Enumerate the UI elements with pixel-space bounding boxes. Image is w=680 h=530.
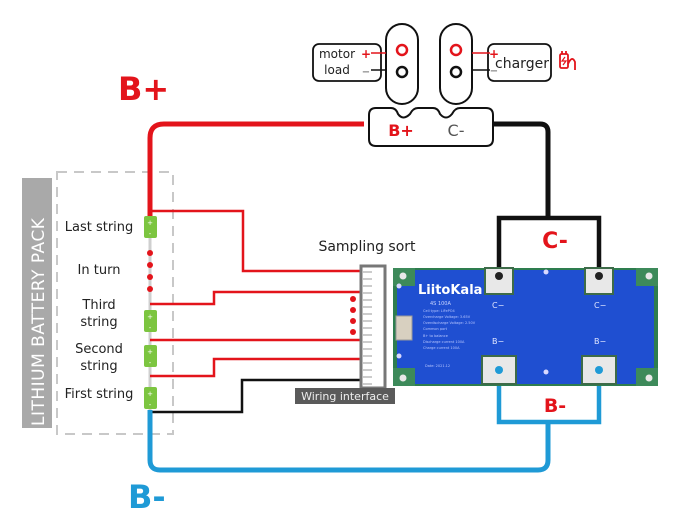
main-connector: [368, 107, 494, 147]
charger-label: charger: [495, 56, 549, 72]
board-brand: LiitoKala: [418, 283, 482, 298]
pack-title-bar: [22, 178, 52, 428]
string-label-third-1: Third: [81, 298, 115, 313]
board-spec-2: Overcharge Voltage: 3.65V: [423, 315, 471, 319]
svg-text:-: -: [149, 230, 152, 238]
pad-label-b1: B−: [492, 337, 504, 346]
string-label-third-2: string: [80, 315, 117, 330]
sample-wire-ground: [150, 378, 361, 414]
plug-right: [439, 23, 473, 105]
board-spec-7: Charge current 100A: [423, 346, 460, 350]
svg-text:+: +: [147, 348, 153, 356]
motor-plus-sign: +: [361, 47, 371, 61]
board-spec-3: Overdischarge Voltage: 2.50V: [423, 321, 476, 325]
pad-label-c1: C−: [492, 301, 504, 310]
b-minus-label: B-: [128, 478, 166, 516]
bms-board: [393, 267, 658, 386]
pad-label-b2: B−: [594, 337, 606, 346]
motor-load-box: [312, 43, 382, 82]
c-minus-label: C-: [542, 229, 568, 254]
svg-text:+: +: [147, 219, 153, 227]
motor-load-line2: load: [324, 63, 350, 77]
c-minus-wire: [493, 121, 551, 218]
charger-box: [487, 43, 552, 82]
b-plus-label: B+: [118, 70, 169, 108]
b-minus-wire: [147, 410, 551, 473]
sample-wire-third: [150, 290, 361, 306]
plug-left: [385, 23, 419, 105]
charger-plus-sign: +: [489, 47, 499, 61]
cell-third: + -: [144, 310, 157, 332]
sampling-sort-label: Sampling sort: [318, 239, 416, 255]
charger-plug-icon: [559, 51, 576, 70]
string-label-first: First string: [65, 387, 134, 402]
cell-first: + -: [144, 387, 157, 409]
svg-text:-: -: [149, 359, 152, 367]
cell-last: + -: [144, 216, 157, 238]
pack-title: LITHIUM BATTERY PACK: [29, 217, 49, 426]
string-label-second-1: Second: [75, 342, 123, 357]
charger-minus-sign: −: [490, 66, 498, 77]
board-spec-1: Cell type: LiFePO4: [423, 309, 456, 313]
in-turn-dots: [147, 250, 153, 292]
board-spec-4: Common port: [423, 327, 448, 331]
wiring-interface-tag: [295, 388, 395, 404]
svg-text:+: +: [147, 390, 153, 398]
string-label-second-2: string: [80, 359, 117, 374]
connector-port-b-plus: B+: [388, 121, 414, 140]
wiring-interface-label: Wiring interface: [301, 390, 389, 403]
connector-dots: [350, 296, 356, 335]
motor-minus-sign: −: [362, 67, 370, 78]
c-minus-bridge: [496, 215, 602, 272]
motor-load-line1: motor: [319, 47, 355, 61]
cell-second: + -: [144, 345, 157, 367]
string-label-last: Last string: [65, 220, 134, 235]
pad-label-c2: C−: [594, 301, 606, 310]
connector-port-c-minus: C-: [448, 121, 465, 140]
svg-text:-: -: [149, 401, 152, 409]
board-spec-6: Discharge current 100A: [423, 340, 465, 344]
board-serial: Date: 2021.12: [425, 364, 450, 368]
b-minus-bridge-label: B-: [544, 395, 566, 417]
connector-pins: [363, 271, 372, 385]
board-model: 4S 100A: [430, 301, 451, 307]
b-minus-bridge: [496, 370, 602, 425]
svg-text:-: -: [149, 324, 152, 332]
svg-text:+: +: [147, 313, 153, 321]
b-plus-wire: [147, 121, 364, 216]
string-label-in-turn: In turn: [78, 263, 121, 278]
board-spec-5: B+ to balance: [423, 334, 448, 338]
sample-wire-first: [150, 357, 361, 378]
sample-wire-last: [150, 209, 361, 273]
